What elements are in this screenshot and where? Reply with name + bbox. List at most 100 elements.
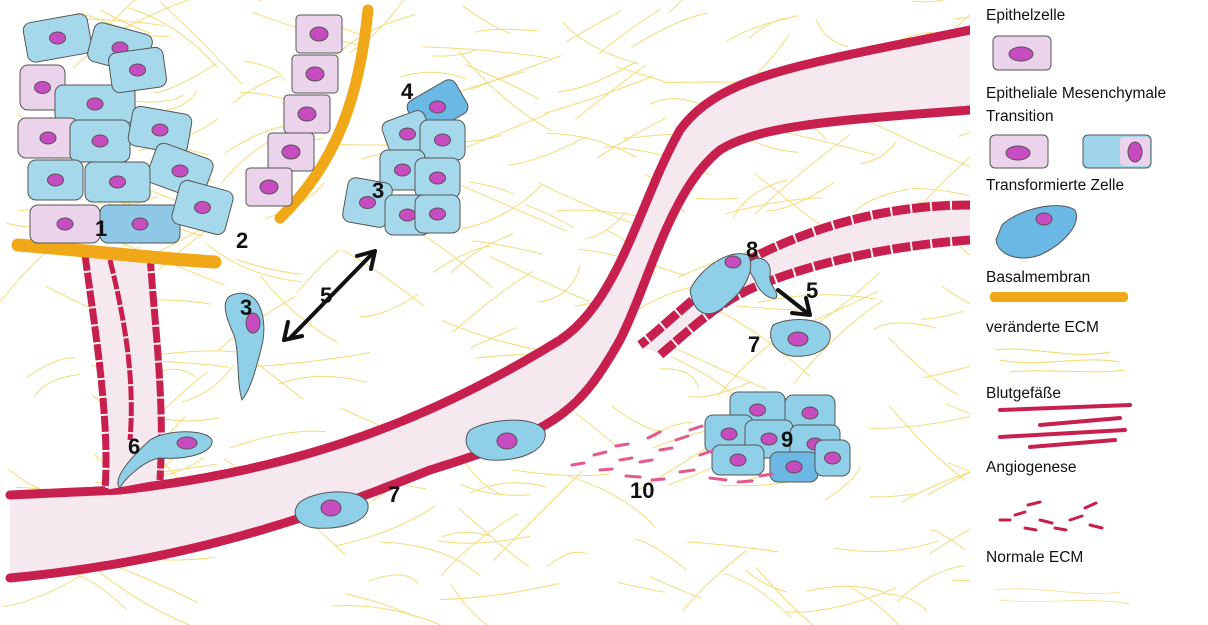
- ecm-fiber: [451, 585, 533, 625]
- label-10: 10: [630, 478, 654, 503]
- ecm-fiber: [547, 552, 587, 566]
- cell-nucleus: [761, 433, 777, 445]
- cell-nucleus: [825, 452, 841, 464]
- legend-angiogenese: Angiogenese: [986, 458, 1077, 477]
- ecm-fiber: [470, 483, 548, 494]
- ecm-fiber: [459, 51, 551, 131]
- ecm-fiber: [120, 568, 198, 603]
- ecm-fiber: [333, 606, 445, 625]
- ecm-fiber: [242, 352, 370, 367]
- tumor-cluster-9: [705, 392, 850, 482]
- legend-blutgefaesse: Blutgefäße: [986, 384, 1061, 403]
- legend-epithelzelle: Epithelzelle: [986, 6, 1065, 25]
- ecm-fiber: [77, 574, 127, 609]
- ecm-fiber: [244, 61, 285, 80]
- ecm-fiber: [599, 9, 661, 54]
- cell-nucleus: [172, 165, 188, 177]
- ecm-fiber: [874, 323, 936, 330]
- cell-nucleus: [50, 32, 66, 44]
- cell-nucleus: [132, 218, 148, 230]
- ecm-fiber: [35, 374, 80, 396]
- cell-nucleus: [430, 101, 446, 113]
- ecm-fiber: [359, 294, 418, 317]
- ecm-fiber: [912, 0, 977, 2]
- ecm-fiber: [453, 271, 534, 332]
- ecm-fiber: [471, 328, 517, 348]
- cell-nucleus: [152, 124, 168, 136]
- ecm-fiber: [612, 406, 663, 432]
- ecm-fiber: [807, 586, 883, 591]
- cell-nucleus: [750, 404, 766, 416]
- ecm-fiber: [931, 530, 966, 550]
- ecm-fiber: [161, 2, 242, 84]
- label-9: 9: [781, 427, 793, 452]
- ecm-fiber: [544, 76, 653, 114]
- ecm-fiber: [381, 542, 481, 576]
- ecm-fiber: [889, 405, 966, 481]
- ecm-fiber: [921, 311, 964, 319]
- label-2: 2: [236, 228, 248, 253]
- cell-nucleus: [35, 82, 51, 94]
- ecm-fiber: [459, 508, 529, 567]
- ecm-fiber: [696, 198, 739, 199]
- cell-nucleus: [130, 64, 146, 76]
- basement-membrane-left: [18, 245, 215, 262]
- legend-emt-line2: Transition: [986, 107, 1053, 126]
- ecm-fiber: [756, 567, 819, 625]
- ecm-fiber: [618, 582, 665, 592]
- cell-nucleus: [430, 172, 446, 184]
- ecm-fiber: [441, 513, 518, 576]
- cell-nucleus: [87, 98, 103, 110]
- label-6: 6: [128, 434, 140, 459]
- legend-basement-membrane-icon: [990, 292, 1128, 302]
- ecm-fiber: [586, 212, 626, 238]
- ecm-fiber: [870, 494, 916, 497]
- ecm-fiber: [860, 142, 896, 164]
- ecm-fiber: [898, 566, 965, 602]
- ecm-fiber: [687, 542, 778, 552]
- ecm-fiber: [451, 234, 514, 273]
- ecm-fiber: [465, 65, 539, 100]
- ecm-fiber: [733, 180, 788, 218]
- ecm-fiber: [726, 198, 822, 214]
- label-3-cluster: 3: [372, 178, 384, 203]
- ecm-fiber: [297, 250, 340, 293]
- legend-transformierte-zelle: Transformierte Zelle: [986, 176, 1124, 195]
- ecm-fiber: [563, 22, 640, 64]
- cell-nucleus: [48, 174, 64, 186]
- vessel-lining-cell: [690, 254, 751, 314]
- ecm-fiber: [401, 72, 466, 79]
- ecm-fiber: [451, 181, 566, 231]
- ecm-fiber: [746, 570, 788, 592]
- ecm-fiber: [134, 95, 184, 102]
- cell-nucleus: [721, 428, 737, 440]
- ecm-fiber: [258, 0, 306, 1]
- cell-nucleus: [400, 209, 416, 221]
- ecm-fiber: [834, 541, 938, 552]
- cell-nucleus: [802, 407, 818, 419]
- ecm-fiber: [565, 11, 621, 43]
- cell-nucleus: [400, 128, 416, 140]
- label-1: 1: [95, 216, 107, 241]
- legend-normale-ecm: Normale ECM: [986, 548, 1083, 567]
- arrow-extravasation: [778, 290, 806, 312]
- cell-nucleus: [730, 454, 746, 466]
- cell-nucleus: [195, 202, 211, 214]
- epithelial-column: [246, 15, 342, 206]
- legend-emt-line1: Epitheliale Mesenchymale: [986, 84, 1166, 103]
- legend-veraenderte-ecm: veränderte ECM: [986, 318, 1099, 337]
- label-3-cell: 3: [240, 295, 252, 320]
- cell-nucleus: [395, 164, 411, 176]
- cell-nucleus: [786, 461, 802, 473]
- ecm-fiber: [438, 536, 531, 543]
- ecm-fiber: [634, 539, 686, 570]
- ecm-fiber: [631, 13, 708, 48]
- ecm-fiber: [432, 50, 476, 56]
- ecm-fiber: [669, 0, 759, 13]
- ecm-fiber: [816, 19, 849, 47]
- ecm-fiber: [230, 431, 326, 448]
- tumor-cluster-top-left: [18, 13, 235, 243]
- label-5-right: 5: [806, 278, 818, 303]
- label-8: 8: [746, 237, 758, 262]
